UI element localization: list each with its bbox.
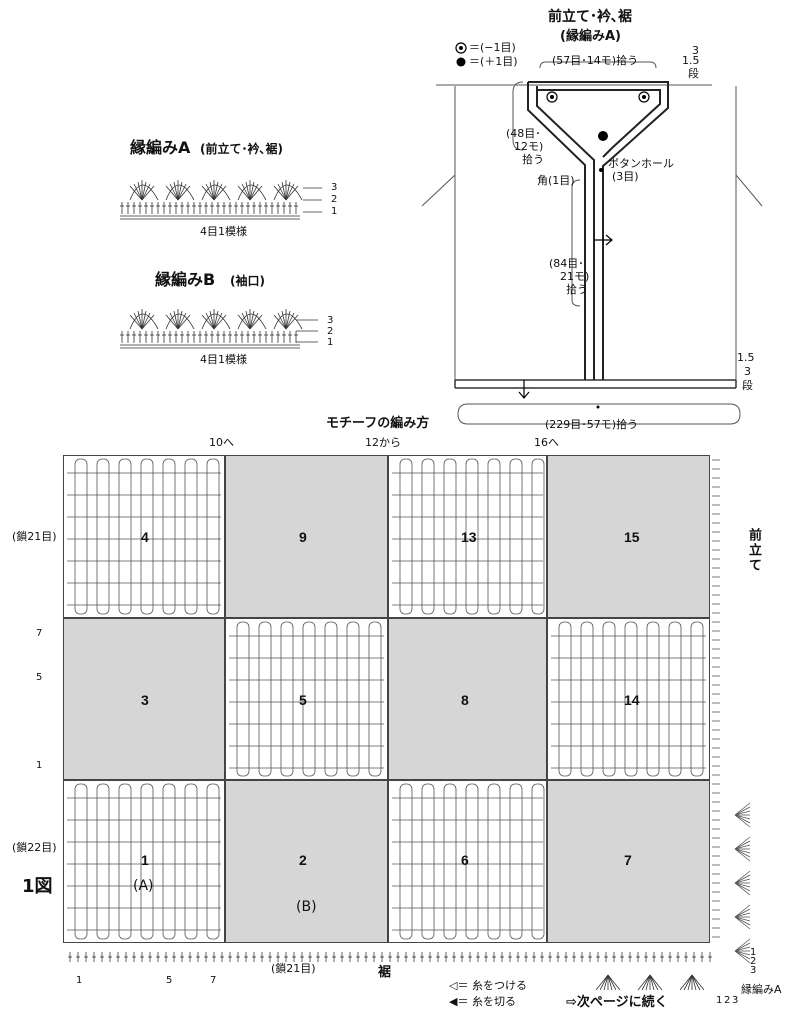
row-label-7: 7	[36, 628, 43, 639]
continue-next-page: ⇨次ページに続く	[566, 995, 668, 1010]
open-triangle-icon: ◁	[449, 979, 458, 992]
edge-row-2: 2	[724, 995, 731, 1006]
motif-block	[388, 455, 547, 618]
motif-block	[63, 780, 225, 943]
motif-number: 5	[299, 692, 307, 708]
motif-number: 8	[461, 692, 469, 708]
edge-b-repeat: 4目1模様	[200, 353, 247, 366]
motif-to-10: 10へ	[209, 436, 234, 449]
chain-21-bottom: (鎖21目)	[271, 962, 316, 975]
buttonhole-count: (3目)	[612, 170, 639, 183]
buttonhole-label: ボタンホール	[608, 157, 674, 170]
figure-label: 1図	[22, 876, 53, 897]
edge-row-3: 3	[732, 995, 739, 1006]
motif-number: 15	[624, 529, 640, 545]
motif-block	[63, 618, 225, 780]
motif-number: 2	[299, 852, 307, 868]
row-label-5: 5	[36, 672, 43, 683]
rows-top-label: 1.5	[682, 54, 700, 67]
legend-minus: ＝(−1目)	[469, 41, 516, 54]
edge-a-row-2: 2	[331, 194, 338, 205]
edge-a-row-1: 1	[331, 206, 338, 217]
motif-label-b: (B)	[296, 899, 317, 915]
rows-top-3: 3	[692, 44, 699, 57]
edge-a-subtitle: (前立て･衿､裾)	[200, 142, 283, 156]
mid-count-3: 拾う	[566, 283, 588, 296]
outline-arrow-icon: ⇨	[566, 995, 577, 1010]
edge-row-right-3: 3	[750, 965, 757, 976]
motif-to-16: 16へ	[534, 436, 559, 449]
motif-block	[388, 618, 547, 780]
chain-22-left: (鎖22目)	[12, 841, 57, 854]
corner-label: 角(1目)	[537, 174, 575, 187]
motif-number: 7	[624, 852, 632, 868]
front-band-label: 前立て	[746, 528, 761, 573]
edge-row-1: 1	[716, 995, 723, 1006]
edge-b-subtitle: (袖口)	[230, 274, 265, 288]
mid-count-1: (84目･	[549, 257, 584, 270]
edge-b-row-2: 2	[327, 326, 334, 337]
bottom-row-7: 7	[210, 975, 217, 986]
filled-circle-icon	[456, 57, 466, 67]
bottom-row-1: 1	[76, 975, 83, 986]
motif-block	[225, 455, 388, 618]
bottom-row-5: 5	[166, 975, 173, 986]
left-count-3: 拾う	[522, 153, 544, 166]
motif-number: 3	[141, 692, 149, 708]
left-count-1: (48目･	[506, 127, 541, 140]
motif-block	[388, 780, 547, 943]
edge-b-pattern	[120, 344, 300, 349]
edge-b-row-3: 3	[327, 315, 334, 326]
row-label-1: 1	[36, 760, 43, 771]
chain-21-left: (鎖21目)	[12, 530, 57, 543]
motif-number: 13	[461, 529, 477, 545]
bottom-pickup-count: (229目･57モ)拾う	[545, 418, 639, 431]
edge-row-right-1: 1	[750, 947, 757, 958]
double-circle-icon	[455, 42, 467, 54]
edge-a-title: 縁編みA	[130, 138, 191, 157]
motif-number: 14	[624, 692, 640, 708]
motif-label-a: (A)	[133, 878, 154, 894]
motif-block	[547, 455, 710, 618]
motif-number: 1	[141, 852, 149, 868]
edge-row-right-2: 2	[750, 956, 757, 967]
motif-block	[547, 780, 710, 943]
rows-bottom-unit: 段	[742, 379, 753, 392]
motif-from-12: 12から	[365, 436, 401, 449]
legend-plus: ＝(＋1目)	[469, 55, 518, 68]
edge-b-title: 縁編みB	[155, 270, 216, 289]
rows-bottom-3: 3	[744, 365, 751, 378]
edge-a-row-3: 3	[331, 182, 338, 193]
rows-top-unit: 段	[688, 67, 699, 80]
rows-bottom-label: 1.5	[737, 351, 755, 364]
edge-a-repeat: 4目1模様	[200, 225, 247, 238]
mid-count-2: 21モ)	[560, 270, 590, 283]
motif-number: 9	[299, 529, 307, 545]
motif-block	[63, 455, 225, 618]
filled-triangle-icon: ◀	[449, 995, 458, 1008]
front-schematic-subtitle: (縁編みA)	[560, 29, 621, 44]
edge-a-bottom-label: 縁編みA	[741, 983, 782, 996]
motif-block	[225, 780, 388, 943]
motif-number: 4	[141, 529, 149, 545]
motif-number: 6	[461, 852, 469, 868]
cut-thread-legend: ◀＝ 糸を切る	[449, 995, 516, 1008]
attach-thread-legend: ◁＝ 糸をつける	[449, 979, 527, 992]
motif-block	[547, 618, 710, 780]
edge-b-row-1: 1	[327, 337, 334, 348]
motif-title: モチーフの編み方	[326, 416, 430, 431]
left-count-2: 12モ)	[514, 140, 544, 153]
motif-block	[225, 618, 388, 780]
front-schematic-title: 前立て･衿､裾	[548, 9, 632, 25]
top-pickup-count: (57目･14モ)拾う	[552, 54, 639, 67]
hem-label: 裾	[378, 965, 392, 980]
edge-a-pattern	[120, 215, 300, 220]
